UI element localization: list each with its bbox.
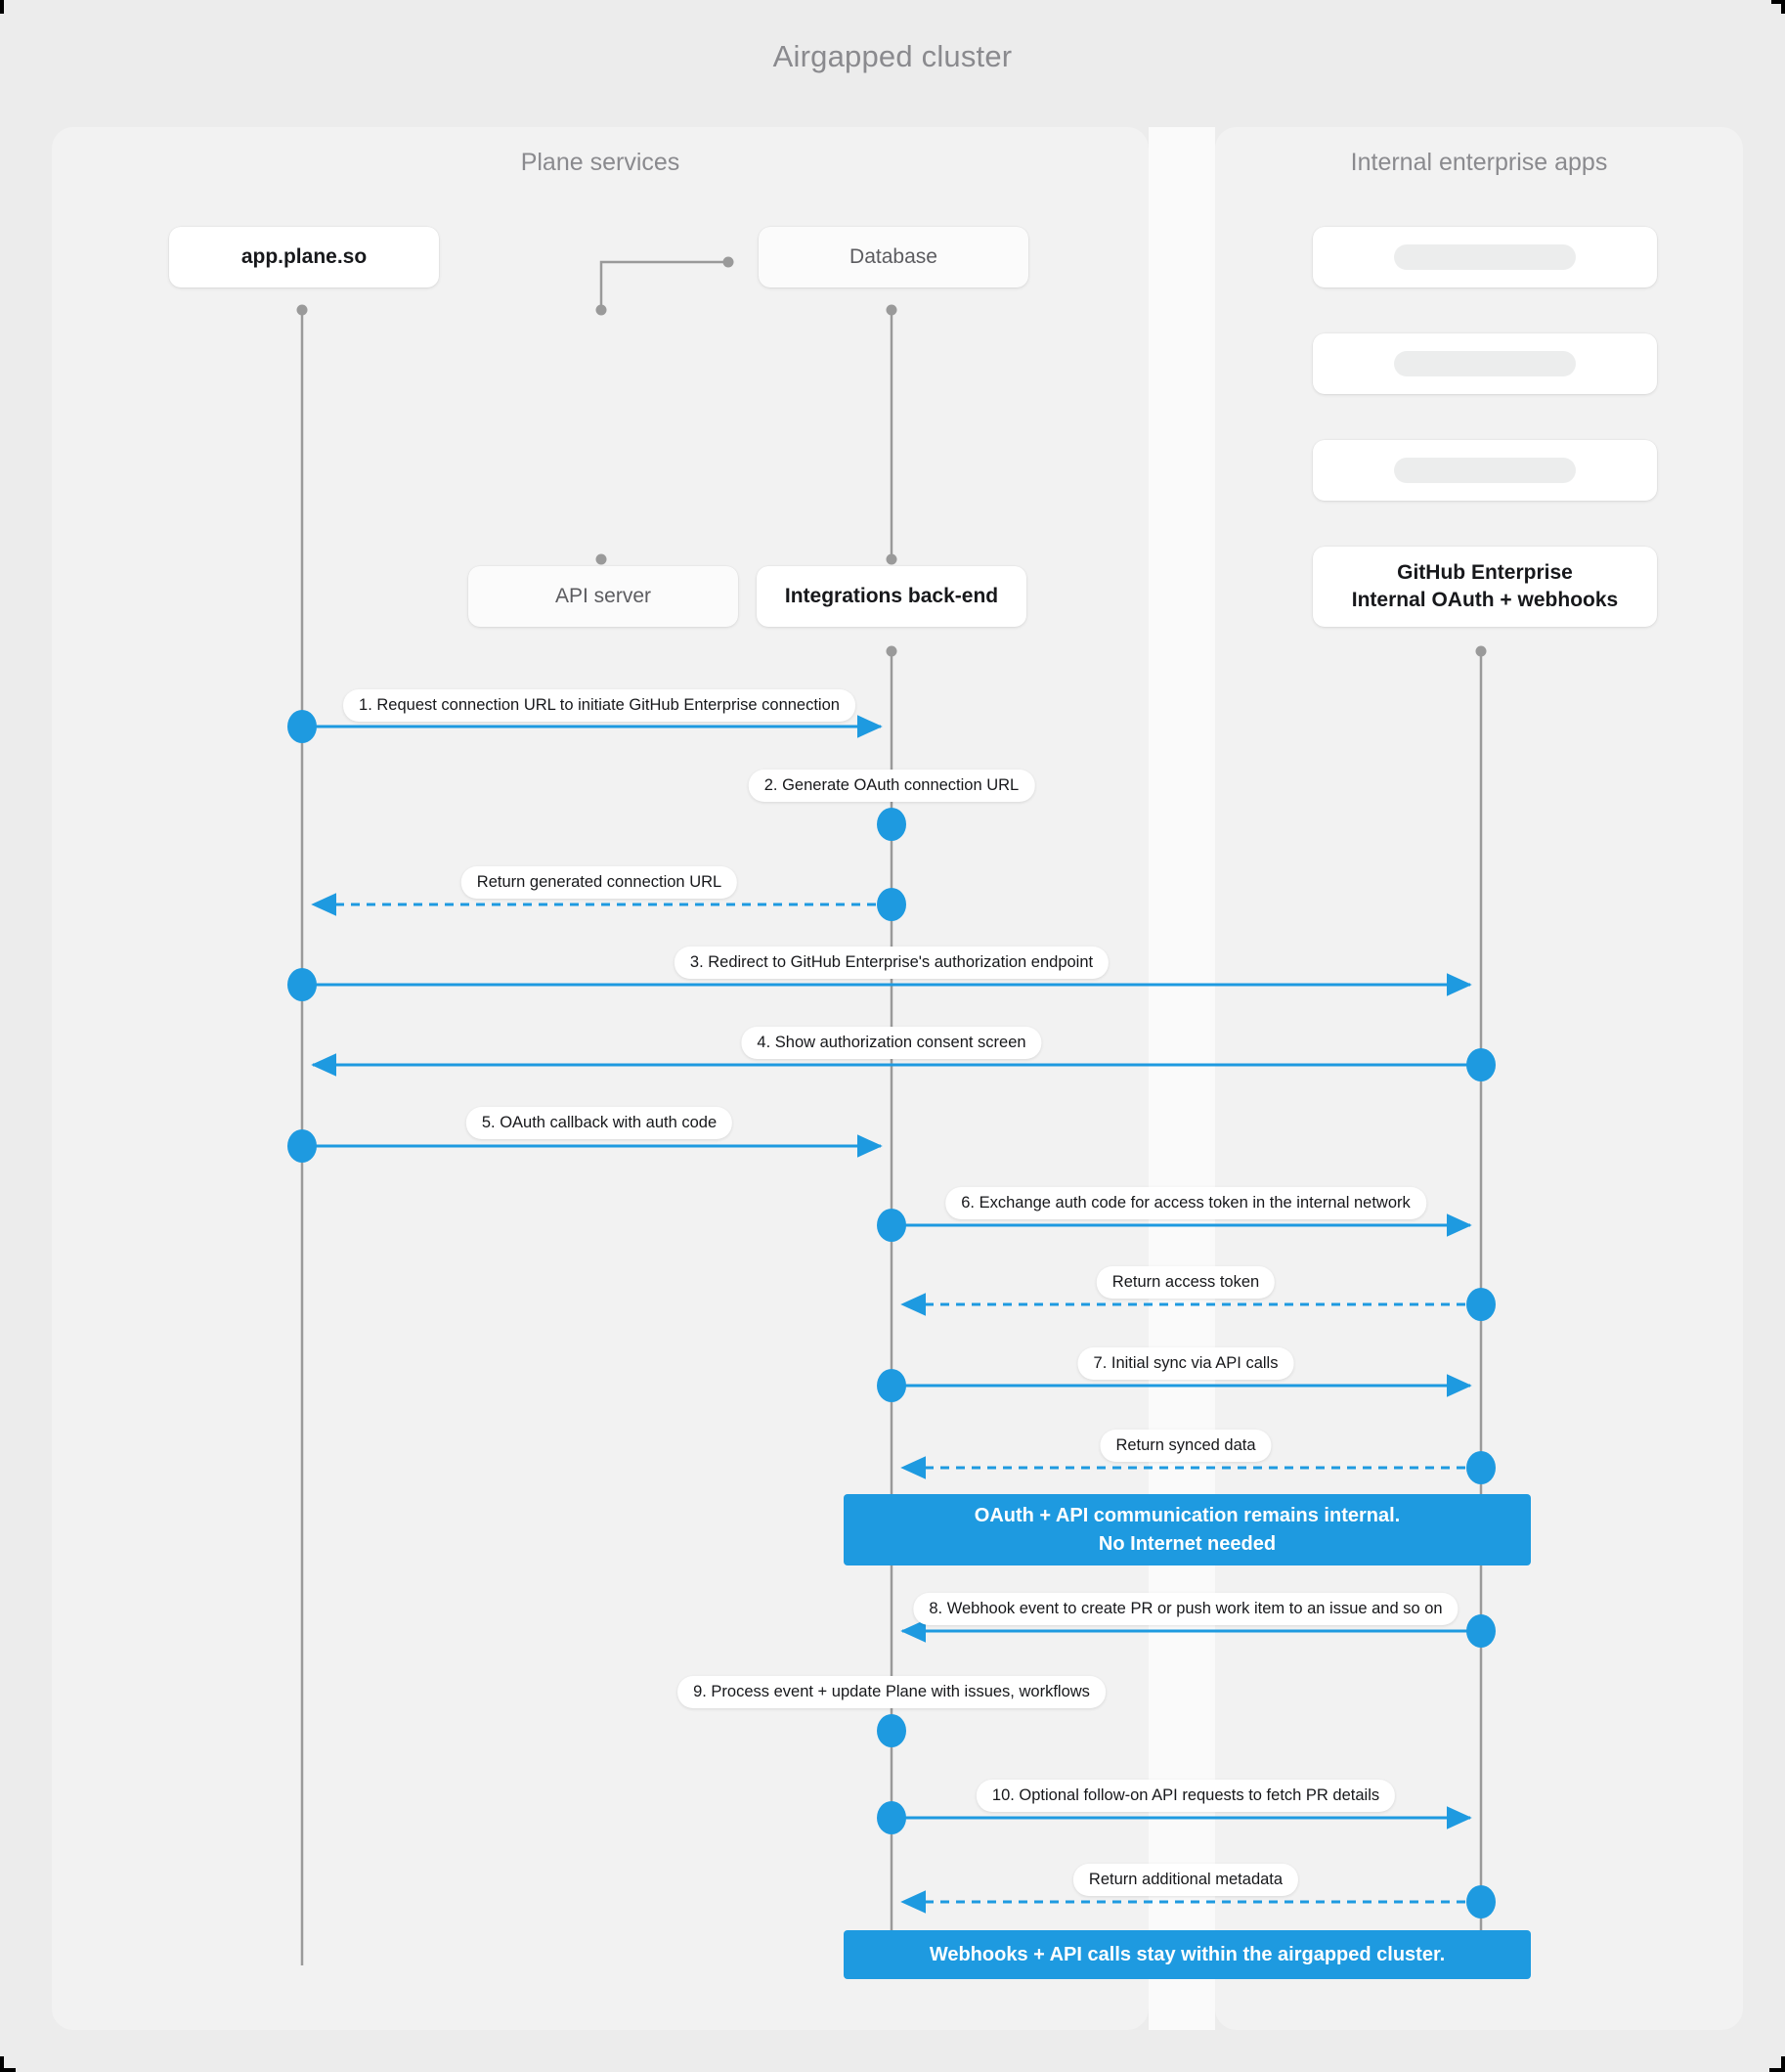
message-label-11: 8. Webhook event to create PR or push wo… bbox=[913, 1593, 1458, 1625]
crop-mark-bottom-left-h bbox=[0, 2068, 16, 2072]
note-airgapped-cluster: Webhooks + API calls stay within the air… bbox=[844, 1930, 1531, 1979]
panel-plane-services-title: Plane services bbox=[520, 149, 680, 176]
airgap-divider-band bbox=[1149, 127, 1215, 2030]
participant-database[interactable]: Database bbox=[759, 227, 1028, 287]
message-label-10: Return synced data bbox=[1100, 1430, 1272, 1462]
placeholder-app-card-2[interactable] bbox=[1313, 333, 1657, 394]
note-internal-communication-line2: No Internet needed bbox=[1098, 1532, 1277, 1555]
crop-mark-top-right-v bbox=[1781, 0, 1785, 14]
message-label-4: 3. Redirect to GitHub Enterprise's autho… bbox=[674, 947, 1110, 979]
message-label-6: 5. OAuth callback with auth code bbox=[465, 1107, 733, 1139]
message-label-1: 1. Request connection URL to initiate Gi… bbox=[343, 689, 855, 722]
participant-github-enterprise-label-line2: Internal OAuth + webhooks bbox=[1351, 589, 1619, 611]
participant-github-enterprise[interactable]: GitHub Enterprise Internal OAuth + webho… bbox=[1313, 547, 1657, 627]
note-airgapped-cluster-line1: Webhooks + API calls stay within the air… bbox=[929, 1943, 1446, 1965]
placeholder-app-bar-3 bbox=[1394, 458, 1576, 483]
diagram-title: Airgapped cluster bbox=[772, 39, 1013, 73]
placeholder-app-bar-1 bbox=[1394, 244, 1576, 270]
panel-plane-services: Plane services bbox=[52, 127, 1149, 2030]
crop-mark-bottom-left-v bbox=[0, 2056, 4, 2072]
crop-mark-top-right-h bbox=[1771, 0, 1785, 4]
participant-api-server[interactable]: API server bbox=[468, 566, 738, 627]
placeholder-app-bar-2 bbox=[1394, 351, 1576, 376]
message-label-5: 4. Show authorization consent screen bbox=[741, 1027, 1042, 1059]
participant-database-label: Database bbox=[849, 245, 937, 269]
placeholder-app-card-3[interactable] bbox=[1313, 440, 1657, 501]
participant-app-plane-so-label: app.plane.so bbox=[240, 245, 368, 269]
message-label-7: 6. Exchange auth code for access token i… bbox=[945, 1187, 1426, 1219]
message-label-3: Return generated connection URL bbox=[460, 866, 738, 899]
participant-integrations-back-end-label: Integrations back-end bbox=[784, 585, 999, 608]
crop-mark-top-left bbox=[0, 0, 4, 14]
message-label-8: Return access token bbox=[1096, 1266, 1276, 1299]
participant-github-enterprise-label-line1: GitHub Enterprise bbox=[1397, 561, 1573, 585]
message-label-2: 2. Generate OAuth connection URL bbox=[748, 770, 1035, 802]
message-label-14: Return additional metadata bbox=[1072, 1864, 1299, 1896]
panel-internal-enterprise-apps: Internal enterprise apps bbox=[1215, 127, 1743, 2030]
message-label-9: 7. Initial sync via API calls bbox=[1077, 1347, 1294, 1380]
participant-app-plane-so[interactable]: app.plane.so bbox=[169, 227, 439, 287]
message-label-12: 9. Process event + update Plane with iss… bbox=[677, 1676, 1106, 1708]
panel-internal-enterprise-apps-title: Internal enterprise apps bbox=[1350, 149, 1608, 176]
note-internal-communication: OAuth + API communication remains intern… bbox=[844, 1494, 1531, 1565]
note-internal-communication-line1: OAuth + API communication remains intern… bbox=[974, 1504, 1401, 1526]
participant-api-server-label: API server bbox=[554, 585, 652, 608]
crop-mark-bottom-right-v bbox=[1781, 2056, 1785, 2072]
message-label-13: 10. Optional follow-on API requests to f… bbox=[976, 1780, 1396, 1812]
placeholder-app-card-1[interactable] bbox=[1313, 227, 1657, 287]
crop-mark-bottom-right-h bbox=[1769, 2068, 1785, 2072]
participant-integrations-back-end[interactable]: Integrations back-end bbox=[757, 566, 1026, 627]
